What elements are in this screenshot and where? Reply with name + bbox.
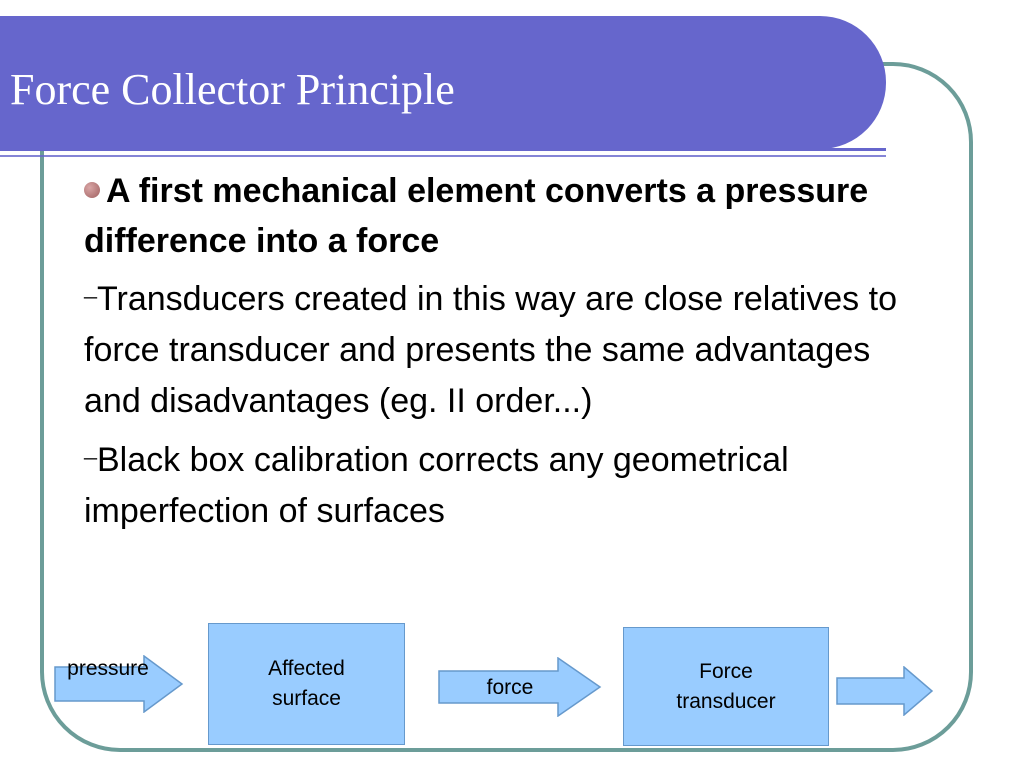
- force-transducer-label: Force transducer: [676, 659, 776, 713]
- force-arrow: [438, 657, 602, 717]
- title-underline-secondary: [0, 155, 886, 157]
- title-underline: [0, 148, 886, 151]
- main-bullet-text: A first mechanical element converts a pr…: [84, 172, 869, 260]
- pressure-arrow: [54, 655, 184, 713]
- bullet-dot-icon: [84, 182, 100, 198]
- main-bullet: A first mechanical element converts a pr…: [84, 166, 904, 266]
- force-label: force: [486, 676, 534, 699]
- title-bar: [0, 16, 886, 149]
- sub-bullet-2: –Black box calibration corrects any geom…: [84, 431, 904, 537]
- dash-icon: –: [84, 442, 97, 471]
- pressure-label: pressure: [67, 657, 149, 680]
- slide-title: Force Collector Principle: [10, 65, 455, 114]
- force-transducer-box: Force transducer: [623, 627, 829, 746]
- dash-icon: –: [84, 281, 97, 310]
- sub-bullet-1-text: Transducers created in this way are clos…: [84, 280, 897, 420]
- slide-content: A first mechanical element converts a pr…: [84, 166, 904, 537]
- sub-bullet-1: –Transducers created in this way are clo…: [84, 270, 904, 427]
- affected-surface-label: Affected surface: [268, 657, 345, 710]
- sub-bullet-2-text: Black box calibration corrects any geome…: [84, 441, 789, 530]
- affected-surface-box: Affected surface: [208, 623, 405, 745]
- output-arrow: [836, 666, 934, 716]
